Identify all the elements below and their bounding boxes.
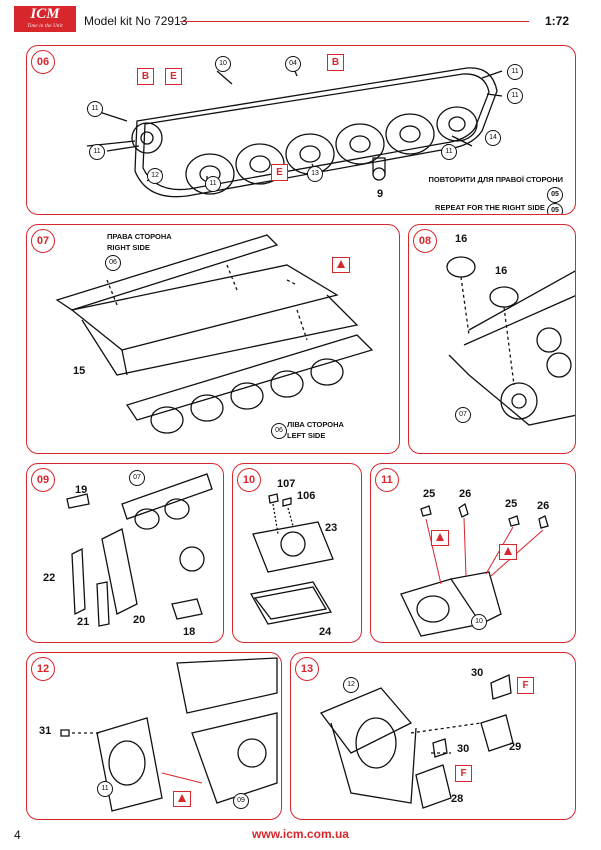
step-06-panel: 06 10 04 11 11 11 11 14 12 1: [26, 45, 576, 215]
letter-tag: F: [455, 765, 472, 782]
part-number: 28: [451, 793, 464, 805]
step-number: 09: [31, 468, 55, 492]
step-13-panel: 13 12 30 F 29 30 F 28: [290, 652, 576, 820]
storage-box-drawing: [319, 674, 514, 809]
attention-icon: [431, 530, 449, 546]
part-number: 16: [495, 265, 508, 277]
ref-callout: 07: [129, 470, 145, 486]
left-ua: ЛІВА СТОРОНА: [287, 420, 344, 429]
attention-icon: [332, 257, 350, 273]
part-number: 106: [297, 490, 316, 502]
ref-callout: 06: [271, 423, 287, 439]
part-number: 23: [325, 522, 338, 534]
part-number: 22: [43, 572, 56, 584]
part-number: 31: [39, 725, 52, 737]
step-number: 06: [31, 50, 55, 74]
part-callout: 10: [215, 56, 231, 72]
right-ua: ПРАВА СТОРОНА: [107, 232, 172, 241]
repeat-ua: ПОВТОРИТИ ДЛЯ ПРАВОЇ СТОРОНИ: [428, 175, 563, 184]
part-number: 9: [377, 188, 384, 200]
part-number: 26: [459, 488, 472, 500]
letter-tag: F: [517, 677, 534, 694]
part-callout: 04: [285, 56, 301, 72]
part-number: 19: [75, 484, 88, 496]
repeat-instruction: ПОВТОРИТИ ДЛЯ ПРАВОЇ СТОРОНИ 05 REPEAT F…: [415, 174, 563, 214]
step-08-panel: 08 16 16 07: [408, 224, 576, 454]
website-link[interactable]: www.icm.com.ua: [252, 827, 349, 841]
part-number: 16: [455, 233, 468, 245]
step-number: 12: [31, 657, 55, 681]
step-11-panel: 11 25 26 25 26 10: [370, 463, 576, 643]
ref-callout: 09: [233, 793, 249, 809]
left-side-label: ЛІВА СТОРОНА LEFT SIDE: [287, 419, 344, 441]
page-number: 4: [14, 828, 21, 842]
part-number: 30: [471, 667, 484, 679]
ref-callout: 12: [343, 677, 359, 693]
part-callout: 11: [441, 144, 457, 160]
brand-tagline: Time in the Unit: [27, 24, 63, 29]
ref-callout: 06: [105, 255, 121, 271]
right-side-label: ПРАВА СТОРОНА RIGHT SIDE: [107, 231, 172, 253]
step-10-panel: 10 107 106 23 24: [232, 463, 362, 643]
brand-name: ICM: [30, 6, 60, 22]
letter-tag: E: [165, 68, 182, 85]
part-number: 21: [77, 616, 90, 628]
page-header: ICM Time in the Unit Model kit No 72913 …: [0, 0, 601, 40]
part-callout: 11: [87, 101, 103, 117]
step-09-panel: 09 19 07 22 21 20 18: [26, 463, 224, 643]
rear-plate-drawing: [249, 493, 334, 625]
scale-label: 1:72: [544, 14, 569, 28]
ref-callout: 10: [471, 614, 487, 630]
part-number: 107: [277, 478, 296, 490]
part-callout: 11: [507, 88, 523, 104]
left-en: LEFT SIDE: [287, 431, 326, 440]
part-callout: 11: [205, 176, 221, 192]
part-number: 25: [423, 488, 436, 500]
part-callout: 11: [89, 144, 105, 160]
part-callout: 13: [307, 166, 323, 182]
letter-tag: E: [271, 164, 288, 181]
step-12-panel: 12 31 11 09: [26, 652, 282, 820]
part-number: 18: [183, 626, 196, 638]
repeat-ref: 05: [547, 187, 563, 203]
step-number: 13: [295, 657, 319, 681]
attention-icon: [499, 544, 517, 560]
hull-assembly-drawing: [55, 234, 374, 434]
idler-assembly-drawing: [446, 256, 575, 426]
part-number: 20: [133, 614, 146, 626]
header-rule: [180, 21, 529, 22]
part-number: 25: [505, 498, 518, 510]
part-number: 30: [457, 743, 470, 755]
attention-icon: [173, 791, 191, 807]
kit-label: Model kit No 72913: [84, 14, 188, 28]
step-number: 10: [237, 468, 261, 492]
part-number: 24: [319, 626, 332, 638]
part-number: 15: [73, 365, 86, 377]
repeat-ref: 05: [547, 203, 563, 214]
step-number: 11: [375, 468, 399, 492]
brand-logo: ICM Time in the Unit: [14, 6, 76, 32]
ref-callout: 11: [97, 781, 113, 797]
part-callout: 14: [485, 130, 501, 146]
right-en: RIGHT SIDE: [107, 243, 150, 252]
step-number: 07: [31, 229, 55, 253]
step-number: 08: [413, 229, 437, 253]
repeat-en: REPEAT FOR THE RIGHT SIDE: [435, 203, 545, 212]
part-callout: 12: [147, 168, 163, 184]
part-callout: 11: [507, 64, 523, 80]
part-number: 29: [509, 741, 522, 753]
letter-tag: B: [137, 68, 154, 85]
letter-tag: B: [327, 54, 344, 71]
fender-assembly-drawing: [66, 473, 213, 627]
part-number: 26: [537, 500, 550, 512]
ref-callout: 07: [455, 407, 471, 423]
step-07-panel: 07 ПРАВА СТОРОНА RIGHT SIDE 06 15 ЛІВА С…: [26, 224, 400, 454]
